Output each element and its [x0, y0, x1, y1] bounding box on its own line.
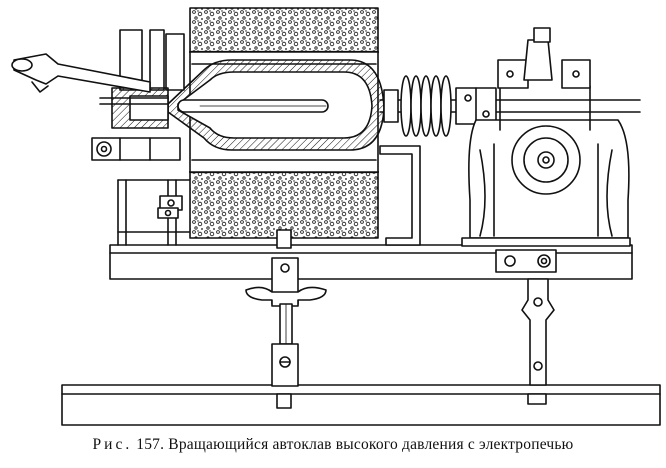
- autoclave-vessel: [167, 59, 385, 151]
- autoclave-illustration: [11, 7, 661, 426]
- vessel-closure: [91, 29, 185, 161]
- center-hanger: [245, 229, 327, 409]
- valve-handle: [11, 53, 169, 105]
- left-frame: [117, 179, 196, 246]
- figure-caption: Рис. 157. Вращающийся автоклав высокого …: [0, 436, 666, 454]
- right-bracket: [379, 145, 421, 246]
- left-leg-bolt: [157, 207, 179, 219]
- caption-number: 157.: [136, 436, 165, 453]
- cooling-fins: [400, 75, 452, 137]
- caption-text: Вращающийся автоклав высокого давления с…: [168, 436, 574, 453]
- shaft-coupling: [455, 87, 497, 125]
- caption-label: Рис.: [92, 436, 133, 453]
- right-hanger: [495, 249, 557, 405]
- electric-motor: [461, 27, 631, 247]
- floor-beam: [61, 384, 661, 426]
